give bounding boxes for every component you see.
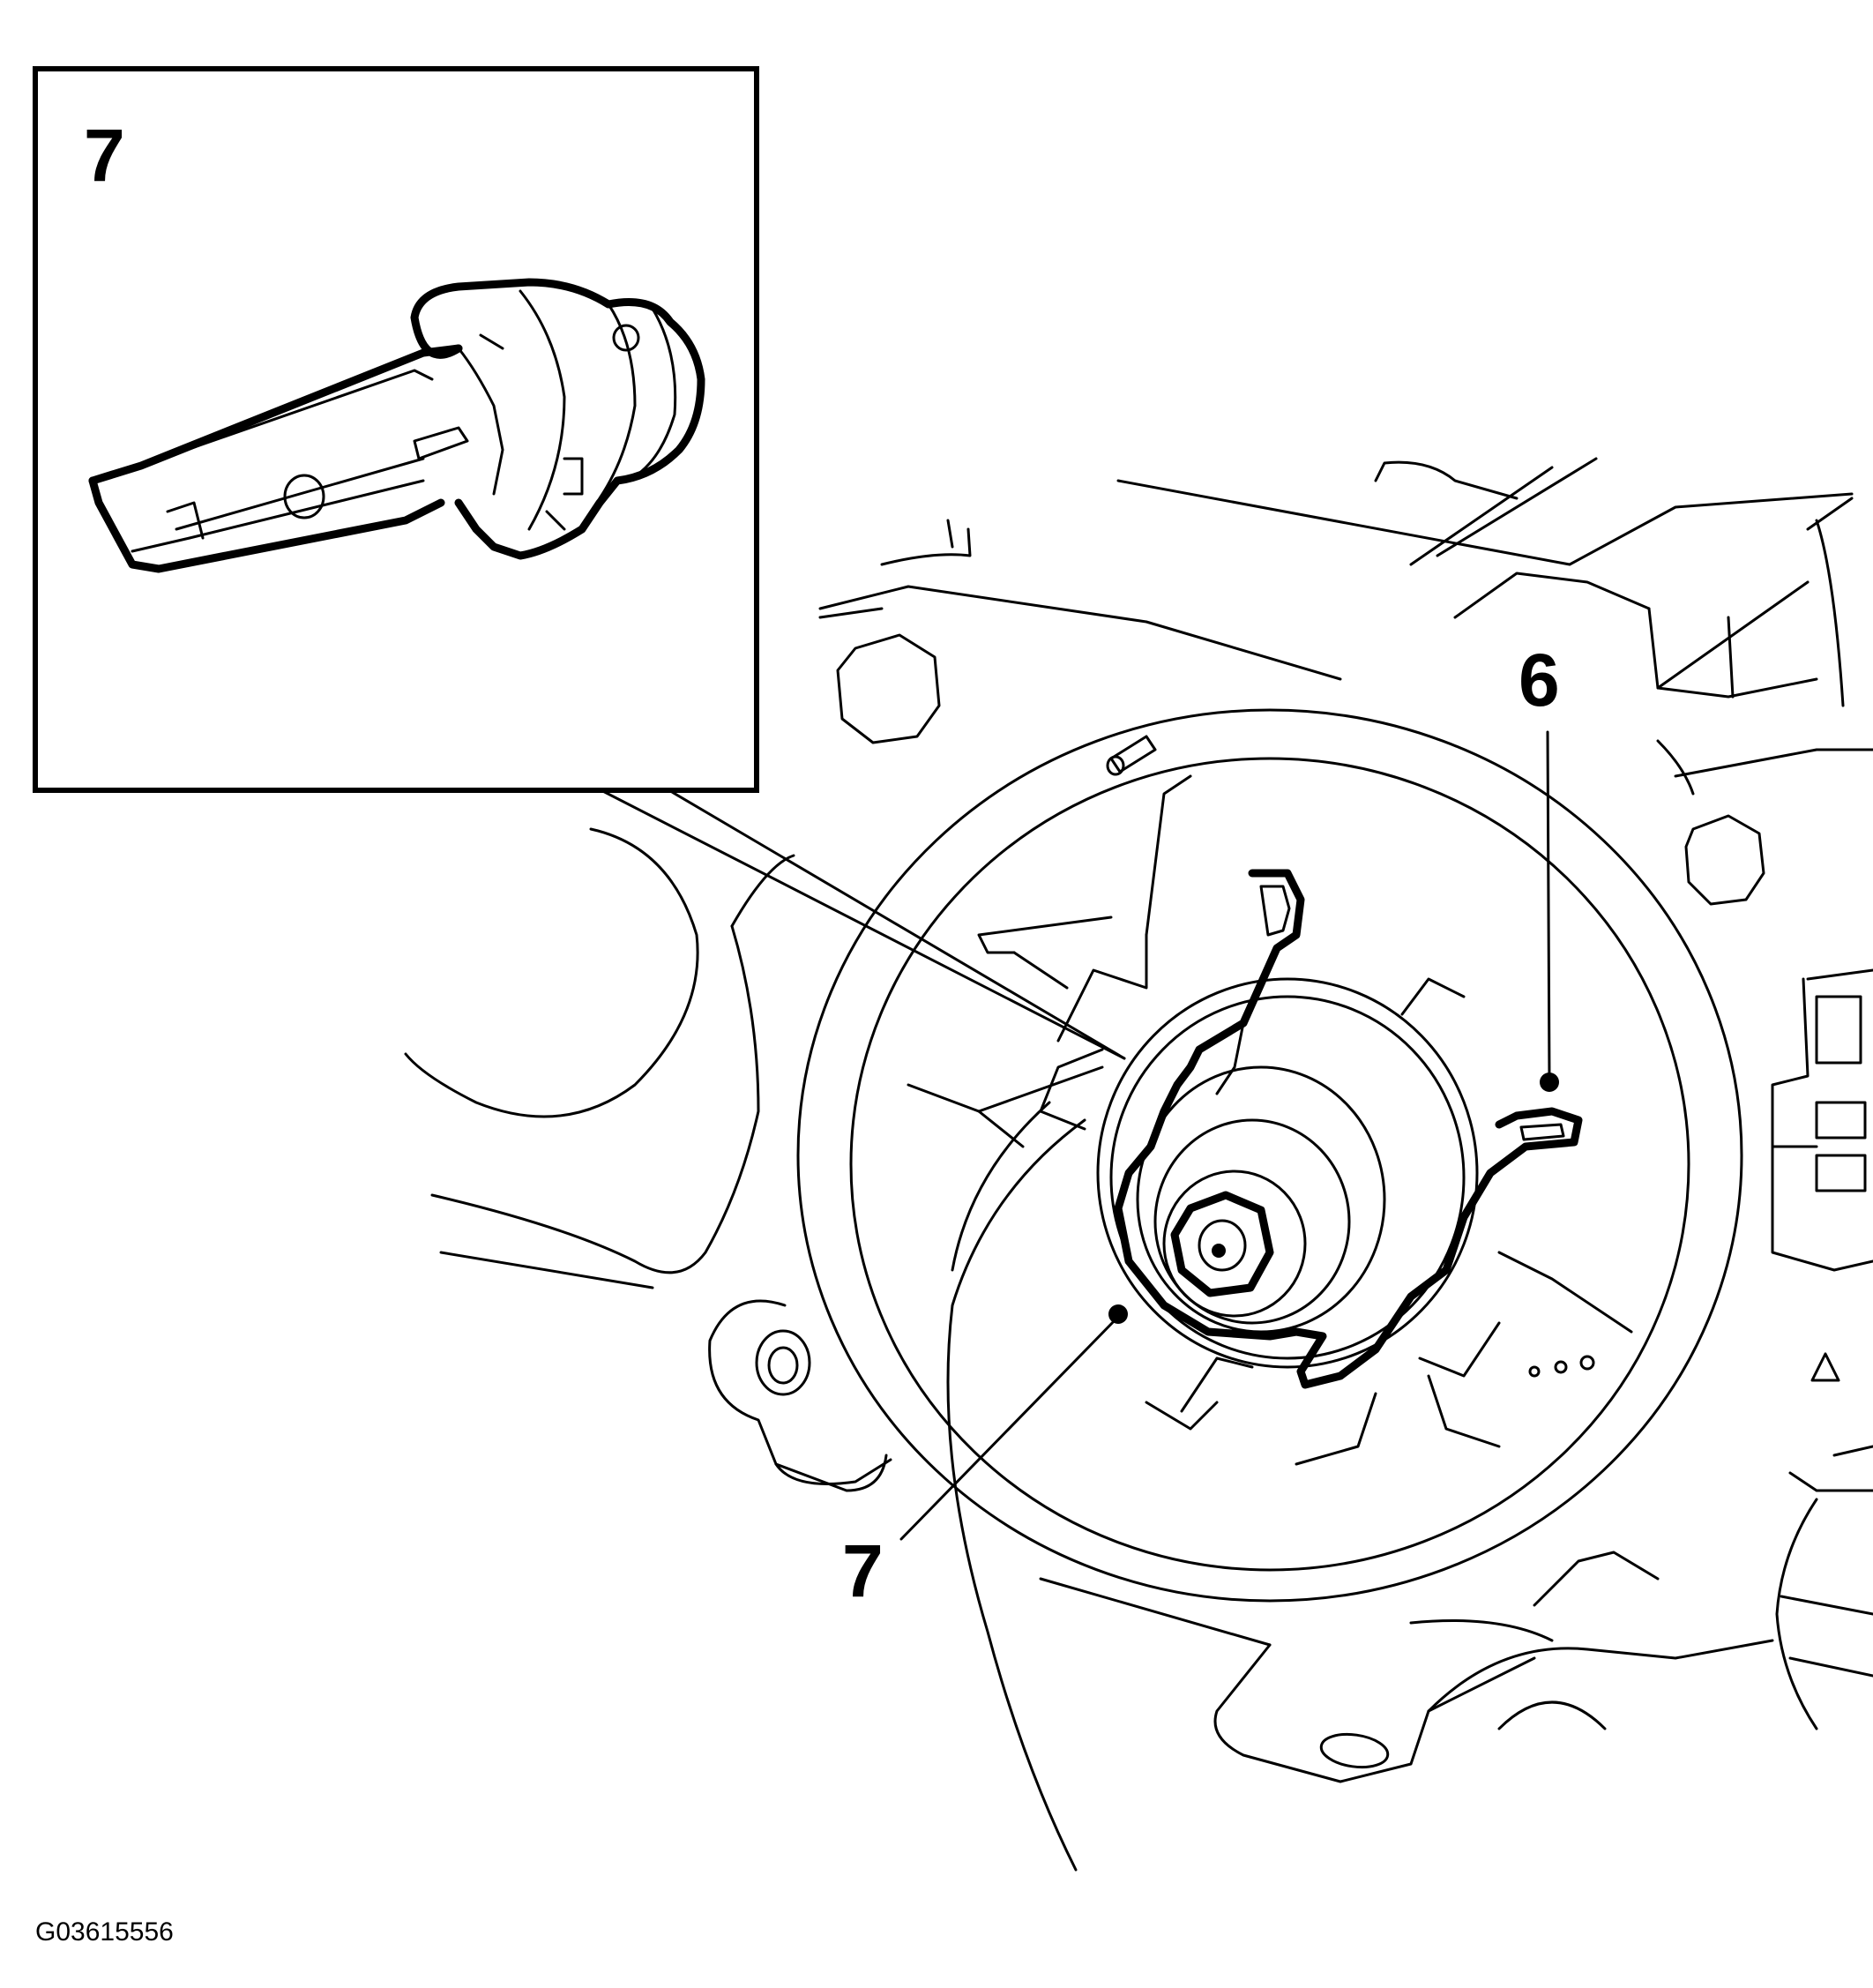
inset-bulb-drawing — [88, 278, 705, 573]
headlamp-housing — [404, 457, 1873, 1872]
callout-6: 6 — [1519, 639, 1560, 721]
inset-box: 7 — [33, 66, 759, 793]
reflector-rings — [796, 708, 1743, 1603]
figure-id: G03615556 — [35, 1917, 174, 1947]
inset-callout-7: 7 — [84, 114, 125, 197]
retaining-clip — [1114, 869, 1583, 1389]
callout-leaders — [589, 730, 1559, 1541]
installed-bulb — [1136, 1065, 1386, 1334]
callout-7: 7 — [842, 1529, 884, 1612]
